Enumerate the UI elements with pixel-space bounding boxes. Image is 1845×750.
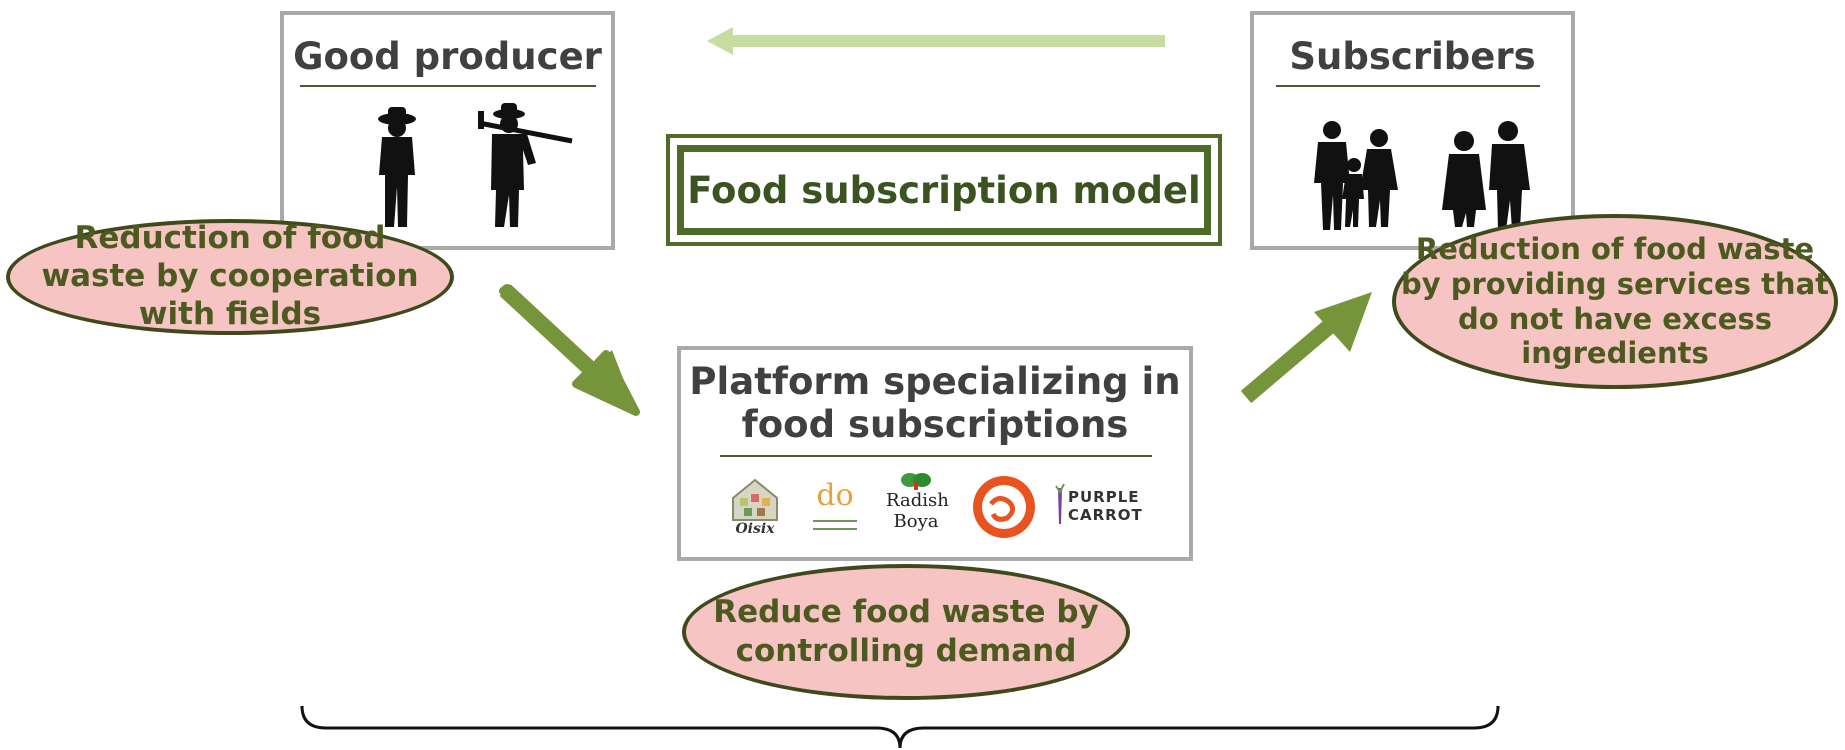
daichi-logo-text: do xyxy=(816,478,854,513)
purple-carrot-icon xyxy=(1055,483,1065,524)
logo-red-circle xyxy=(969,474,1039,540)
family-icon xyxy=(1314,121,1530,230)
radish-logo-line2: Boya xyxy=(893,511,939,532)
platform-title-line2: food subscriptions xyxy=(741,403,1129,446)
model-title-box: Food subscription model xyxy=(666,134,1222,246)
model-title: Food subscription model xyxy=(677,145,1211,235)
platform-note-line1: Reduce food waste by xyxy=(713,594,1099,631)
producer-title-underline xyxy=(300,85,596,87)
logo-purple-carrot: PURPLE CARROT xyxy=(1054,483,1154,534)
subscribers-note-line1: Reduction of food waste xyxy=(1415,231,1815,266)
purple-carrot-line1: PURPLE xyxy=(1068,488,1140,506)
logo-daichi: do xyxy=(807,478,863,538)
platform-title-underline xyxy=(720,455,1152,457)
oisix-logo-icon xyxy=(732,478,778,521)
subscribers-title: Subscribers xyxy=(1289,35,1536,78)
radish-leaf-icon xyxy=(901,473,931,490)
logo-radish-boya: Radish Boya xyxy=(886,470,949,538)
subscribers-note: Reduction of food waste by providing ser… xyxy=(1392,214,1838,389)
daichi-logo-rule-2 xyxy=(813,528,857,530)
purple-carrot-line2: CARROT xyxy=(1068,506,1143,524)
producer-note-line3: with fields xyxy=(138,295,322,332)
subscribers-box: Subscribers xyxy=(1250,11,1575,250)
logo-oisix: Oisix xyxy=(730,478,780,538)
radish-logo-line1: Radish xyxy=(886,490,949,511)
platform-title-line1: Platform specializing in xyxy=(689,360,1181,403)
producer-note-line2: waste by cooperation xyxy=(41,258,419,295)
farmer-icon xyxy=(378,103,573,227)
daichi-logo-rule xyxy=(813,520,857,522)
producer-note: Reduction of food waste by cooperation w… xyxy=(6,219,454,335)
subscribers-note-line2: by providing services that xyxy=(1400,266,1830,301)
platform-box: Platform specializing in food subscripti… xyxy=(677,346,1193,561)
red-circle-logo-icon xyxy=(973,476,1035,538)
subscribers-title-underline xyxy=(1276,85,1540,87)
platform-note: Reduce food waste by controlling demand xyxy=(682,564,1130,700)
subscribers-note-line3: do not have excess xyxy=(1458,301,1772,336)
producer-box: Good producer xyxy=(280,11,615,250)
platform-note-line2: controlling demand xyxy=(735,633,1077,669)
subscribers-note-line4: ingredients xyxy=(1521,336,1709,371)
producer-note-line1: Reduction of food xyxy=(74,220,386,257)
producer-title: Good producer xyxy=(293,35,602,78)
oisix-logo-text: Oisix xyxy=(735,521,775,537)
